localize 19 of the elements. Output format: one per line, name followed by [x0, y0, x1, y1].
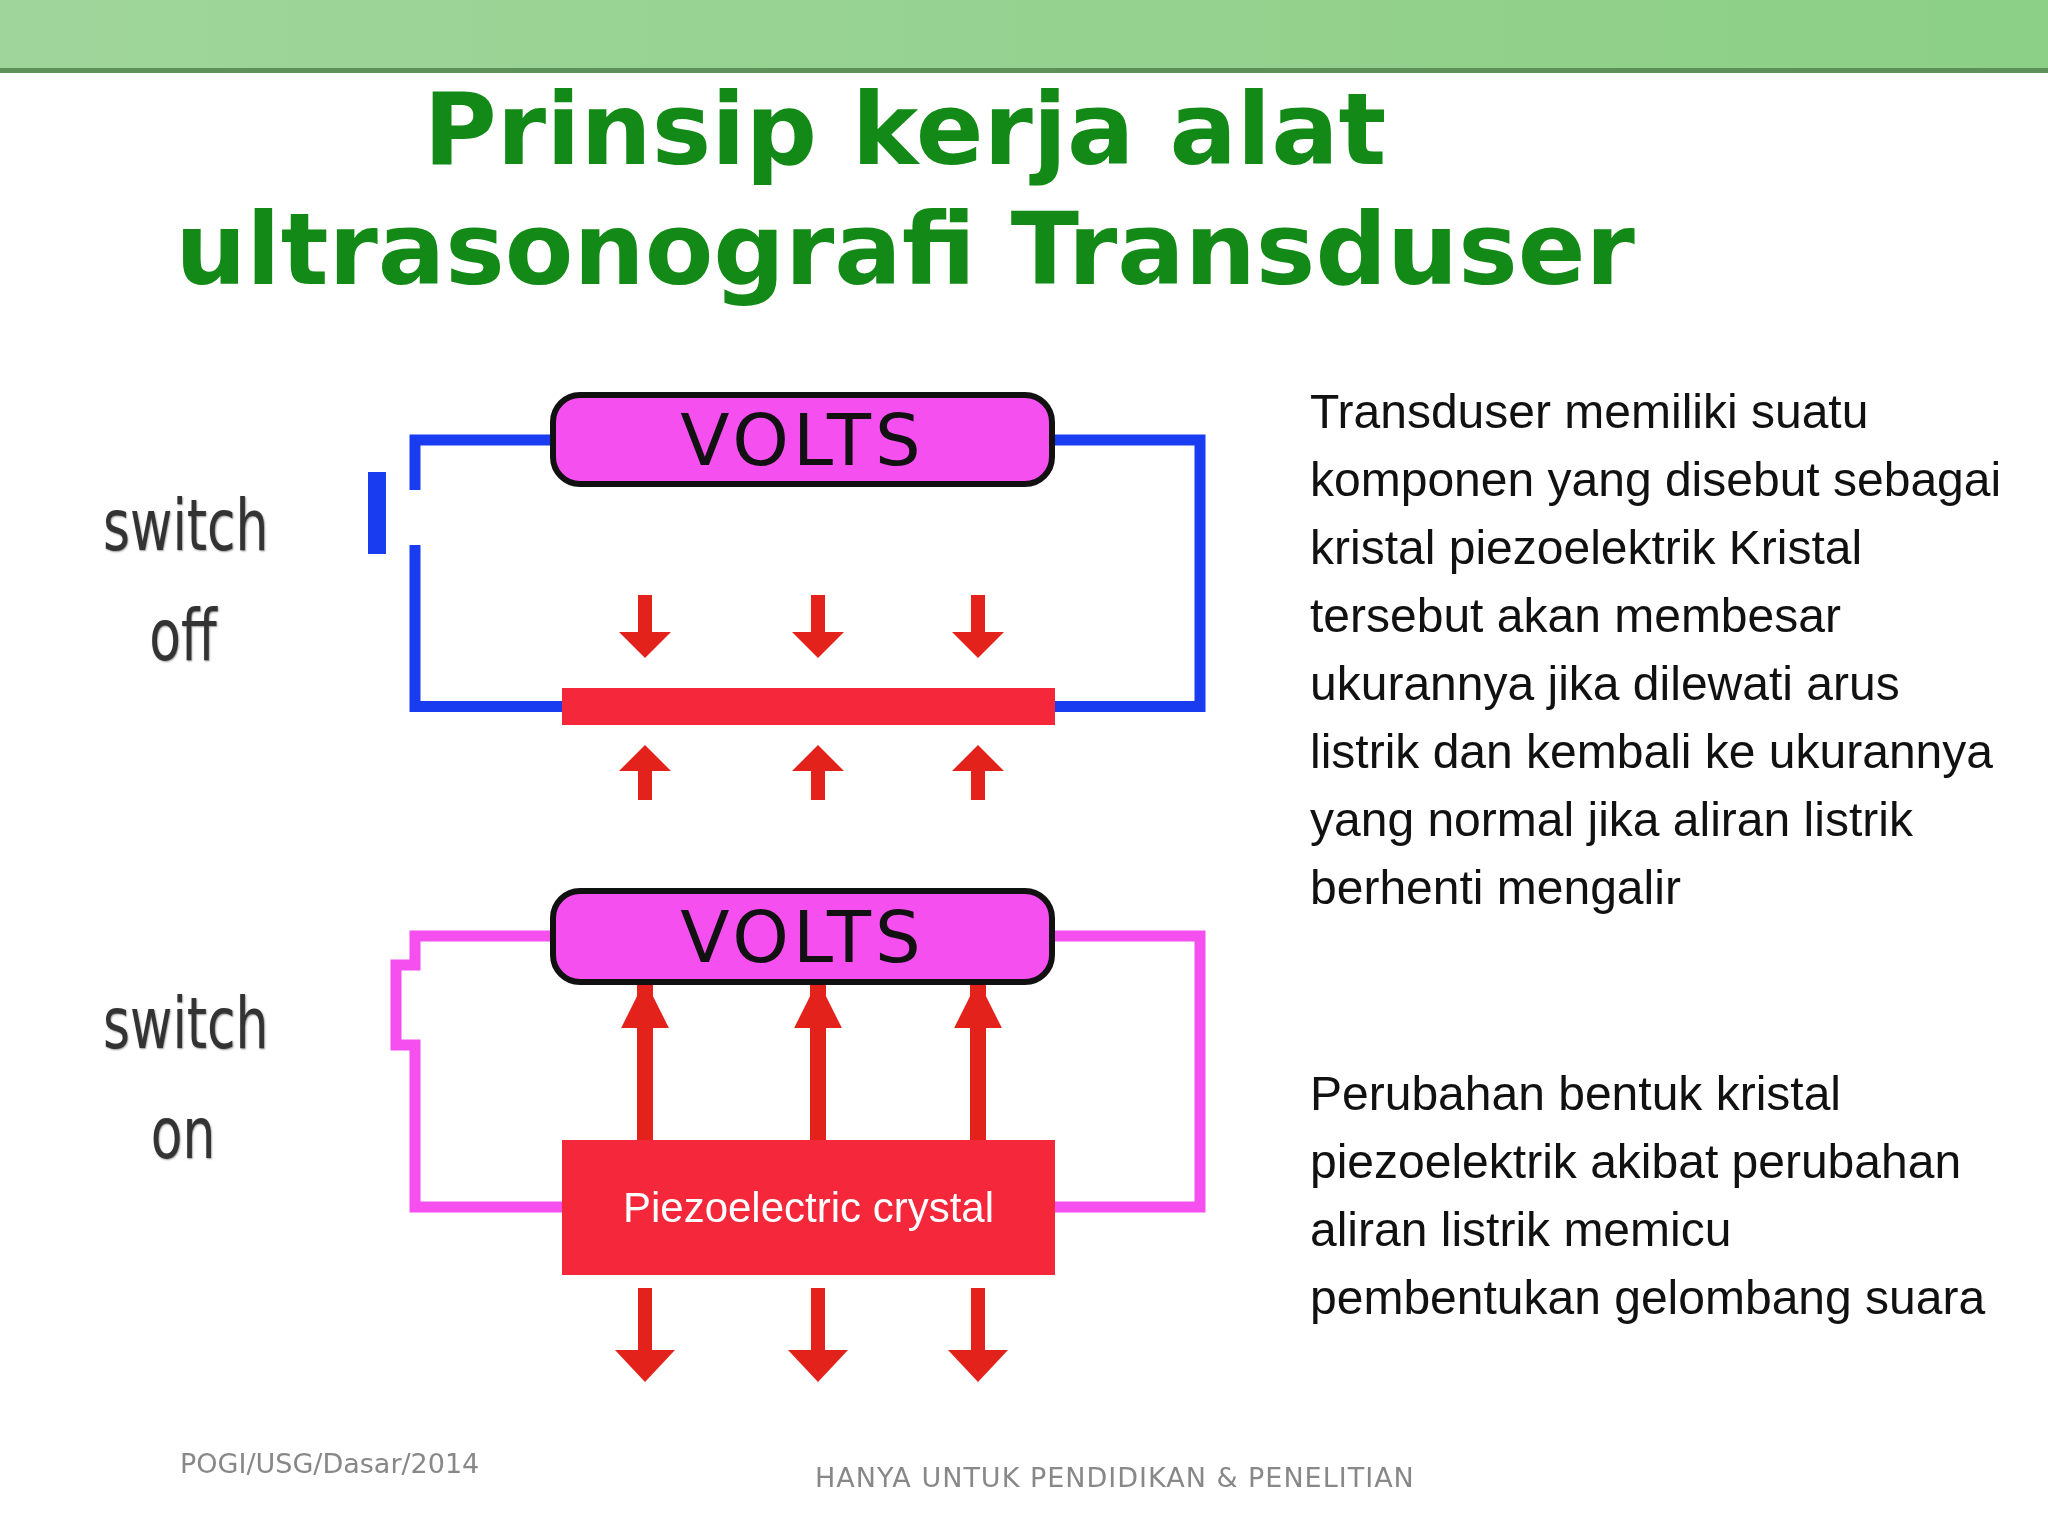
wire: [409, 434, 550, 490]
switch-label: switch off: [103, 482, 263, 679]
wire: [1055, 434, 1206, 712]
crystal-bar: [562, 1140, 1055, 1275]
voltage-label: VOLTS: [680, 397, 925, 482]
description-paragraph: Perubahan bentuk kristal piezoelektrik akibat perubahan aliran listrik memicu pembentukan gelombang suara: [1310, 1066, 1987, 1326]
wire: [1055, 930, 1206, 1213]
voltage-source-box: [550, 888, 1055, 985]
slide-title: Prinsip kerja alat ultrasonografi Transduser: [174, 70, 1636, 310]
wire: [390, 930, 562, 1213]
footer-text: HANYA UNTUK PENDIDIKAN & PENELITIAN: [815, 1462, 1415, 1493]
switch-label: switch on: [103, 980, 263, 1177]
description-paragraph: Transduser memiliki suatu komponen yang disebut sebagai kristal piezoelektrik Kristal tersebut akan membesar ukurannya jika dilewati arus listrik dan kembali ke ukurannya yang normal jika aliran listrik berhenti mengalir: [1310, 384, 2003, 916]
voltage-source-box: [550, 392, 1055, 487]
voltage-label: VOLTS: [680, 894, 925, 979]
footer-text: POGI/USG/Dasar/2014: [180, 1448, 480, 1479]
wire: [409, 545, 562, 712]
crystal-label: Piezoelectric crystal: [622, 1183, 995, 1232]
crystal-bar: [562, 688, 1055, 725]
